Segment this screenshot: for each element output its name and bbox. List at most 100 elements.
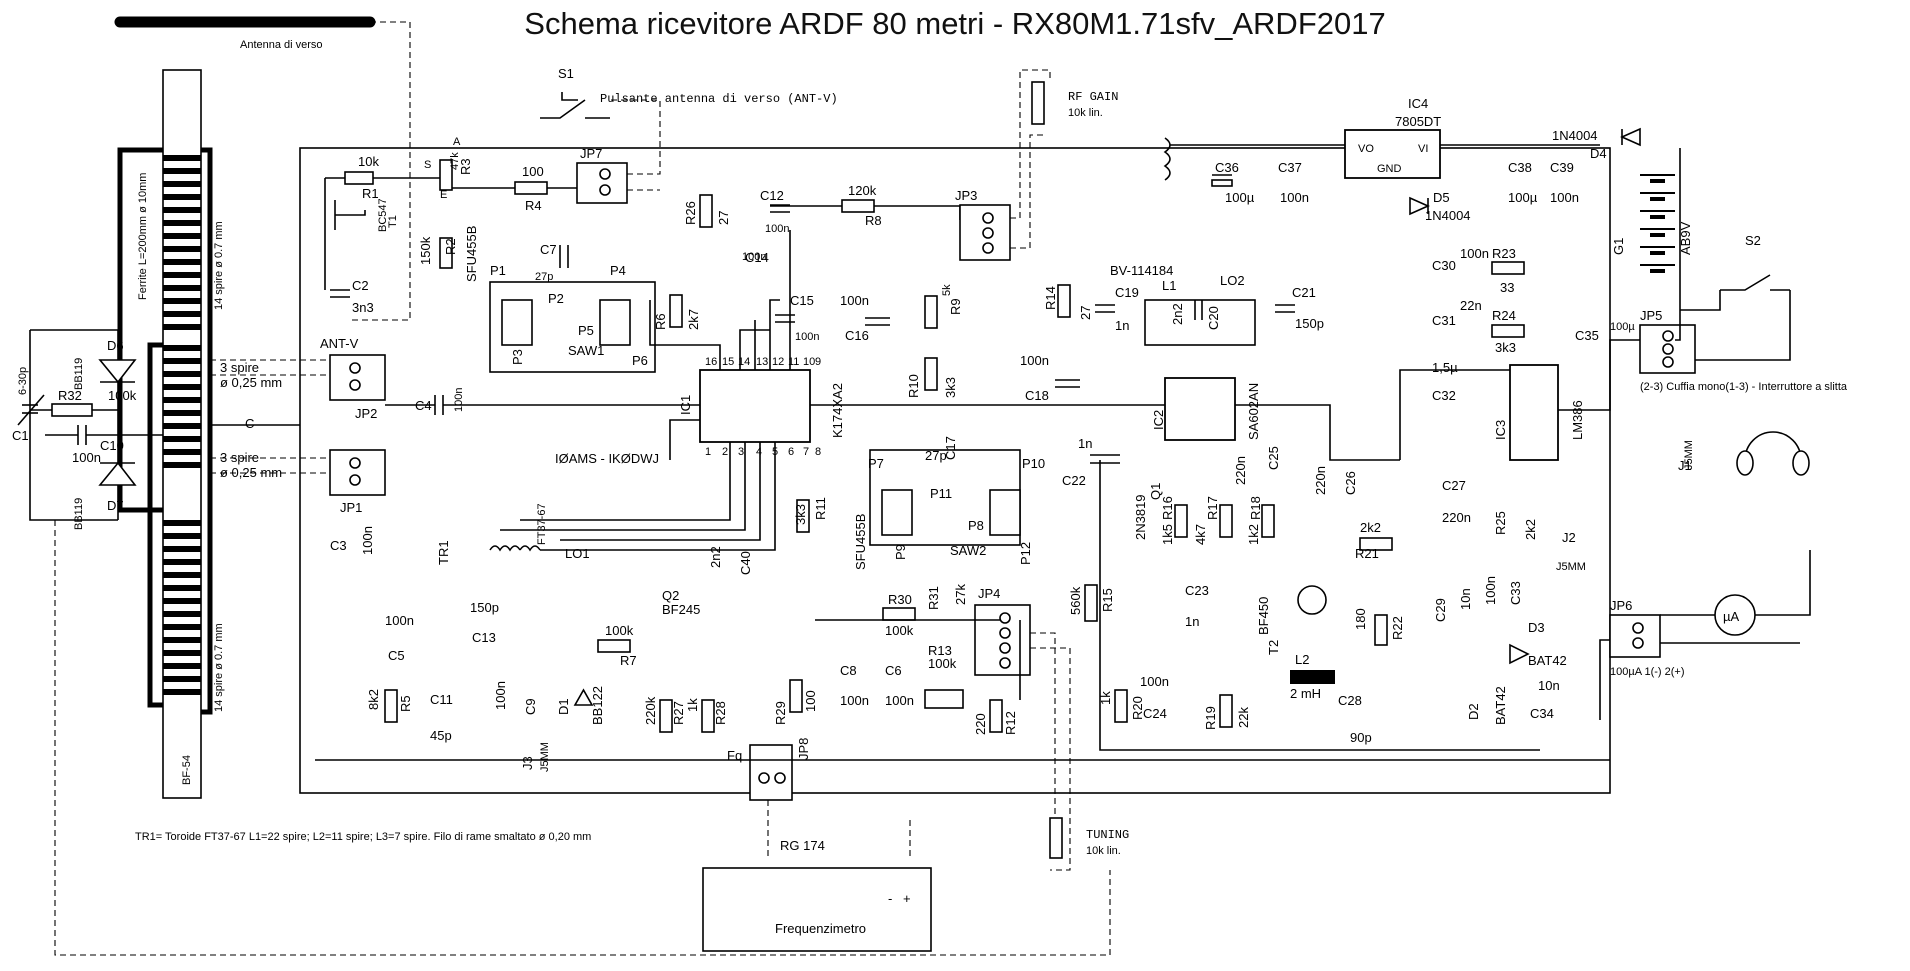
- r22-value: 180: [1353, 608, 1368, 630]
- r3-pot: [439, 159, 453, 191]
- bf450-label: BF450: [1256, 597, 1271, 635]
- l1-label: L1: [1162, 278, 1176, 293]
- c39-value: 100n: [1550, 190, 1579, 205]
- p7-label: P7: [868, 456, 884, 471]
- r6-label: R6: [653, 313, 668, 330]
- jp2-header: [329, 354, 386, 401]
- r30-value: 100k: [885, 623, 914, 638]
- ic4-gnd: GND: [1377, 163, 1402, 175]
- r29-label: R29: [773, 701, 788, 725]
- af-chain: [1399, 339, 1640, 460]
- c14-label: C14: [745, 250, 769, 265]
- c29-value: 10n: [1458, 588, 1473, 610]
- r29-resistor: [789, 679, 803, 713]
- r16-label: R16: [1160, 496, 1175, 520]
- r19-value: 22k: [1236, 707, 1251, 728]
- r27-resistor: [659, 699, 673, 733]
- r6-resistor: [669, 294, 683, 328]
- ic3-label: IC3: [1493, 420, 1508, 440]
- ab9v-label: AB9V: [1678, 221, 1693, 255]
- d1-varactor: [573, 688, 594, 706]
- p5-label: P5: [578, 323, 594, 338]
- winding-turn: [163, 423, 201, 429]
- r2-label: R2: [443, 238, 458, 255]
- c27-value: 220n: [1442, 510, 1471, 525]
- ic4-part: 7805DT: [1395, 114, 1441, 129]
- c12-value: 100n: [765, 223, 789, 235]
- winding-turn: [163, 324, 201, 330]
- c6-value: 100n: [885, 693, 914, 708]
- d5-diode: [1409, 196, 1430, 216]
- bf245-label: BF245: [662, 602, 700, 617]
- c34-value: 10n: [1538, 678, 1560, 693]
- r3-e: E: [440, 189, 447, 201]
- jp8-pin-1: [774, 772, 786, 784]
- ft37-label: FT37-67: [536, 503, 548, 545]
- r20-label: R20: [1130, 696, 1145, 720]
- c14-value: 100n: [742, 251, 766, 263]
- jp8-label: JP8: [796, 738, 811, 760]
- r28-label: R28: [713, 701, 728, 725]
- r1-label: R1: [362, 186, 379, 201]
- c23-label: C23: [1185, 583, 1209, 598]
- tuning-label: TUNING: [1086, 828, 1129, 842]
- r1-resistor: [344, 171, 374, 185]
- jp4-pin-2: [999, 627, 1011, 639]
- d2-label: D2: [1466, 703, 1481, 720]
- r24-value: 3k3: [1495, 340, 1516, 355]
- c36-value: 100µ: [1225, 190, 1255, 205]
- antenna-verso-label: Antenna di verso: [240, 39, 323, 51]
- c11-value: 45p: [430, 728, 452, 743]
- r9-label: R9: [948, 298, 963, 315]
- r14-value: 27: [1078, 306, 1093, 320]
- winding-turn: [163, 220, 201, 226]
- jp6-pin-1: [1632, 622, 1644, 634]
- c24-label: C24: [1143, 706, 1167, 721]
- sfu-a-label: SFU455B: [464, 226, 479, 282]
- p4-label: P4: [610, 263, 626, 278]
- saw1-label: SAW1: [568, 343, 604, 358]
- j5mm-b: J5MM: [1556, 561, 1586, 573]
- ic2-body: [1164, 377, 1236, 441]
- freq-cable: [767, 800, 911, 860]
- r21-label: R21: [1355, 546, 1379, 561]
- winding-turn: [163, 572, 201, 578]
- d4-part: 1N4004: [1552, 128, 1598, 143]
- r18-resistor: [1261, 504, 1275, 538]
- coil-link-right: [201, 147, 213, 715]
- c15-label: C15: [790, 293, 814, 308]
- r27-label: R27: [671, 701, 686, 725]
- ferrite-windings: [163, 155, 201, 695]
- c5-label: C5: [388, 648, 405, 663]
- t2-transistor: [1297, 585, 1327, 615]
- winding-b-links: [210, 457, 330, 474]
- jp3-label: JP3: [955, 188, 977, 203]
- c17-value: 27p: [925, 448, 947, 463]
- tuning-pot: [1049, 817, 1063, 859]
- jp5-header: [1639, 324, 1696, 374]
- c33-value: 100n: [1483, 576, 1498, 605]
- jp7-pin-2: [599, 184, 611, 196]
- d6-varactor: [98, 359, 137, 384]
- winding-turn: [163, 546, 201, 552]
- ic4-label: IC4: [1408, 96, 1428, 111]
- jp3-pin-1: [982, 212, 994, 224]
- ic1-pin-number: 4: [756, 446, 762, 458]
- r12-resistor: [989, 699, 1003, 733]
- r7-resistor: [597, 639, 631, 653]
- c15-value: 100n: [795, 331, 819, 343]
- winding-turn: [163, 397, 201, 403]
- s1-switch: [540, 99, 610, 119]
- winding-turn: [163, 358, 201, 364]
- ic1-bottom-bus: [500, 419, 776, 551]
- r17-value: 4k7: [1193, 524, 1208, 545]
- saw2-label: SAW2: [950, 543, 986, 558]
- lo2-tank: [1144, 299, 1256, 346]
- ic1-pin-number: 8: [815, 446, 821, 458]
- c32-label: C32: [1432, 388, 1456, 403]
- j3-label: J3: [520, 756, 535, 770]
- r10-value: 3k3: [943, 377, 958, 398]
- bb122-label: BB122: [590, 686, 605, 725]
- p9-label: P9: [893, 544, 908, 560]
